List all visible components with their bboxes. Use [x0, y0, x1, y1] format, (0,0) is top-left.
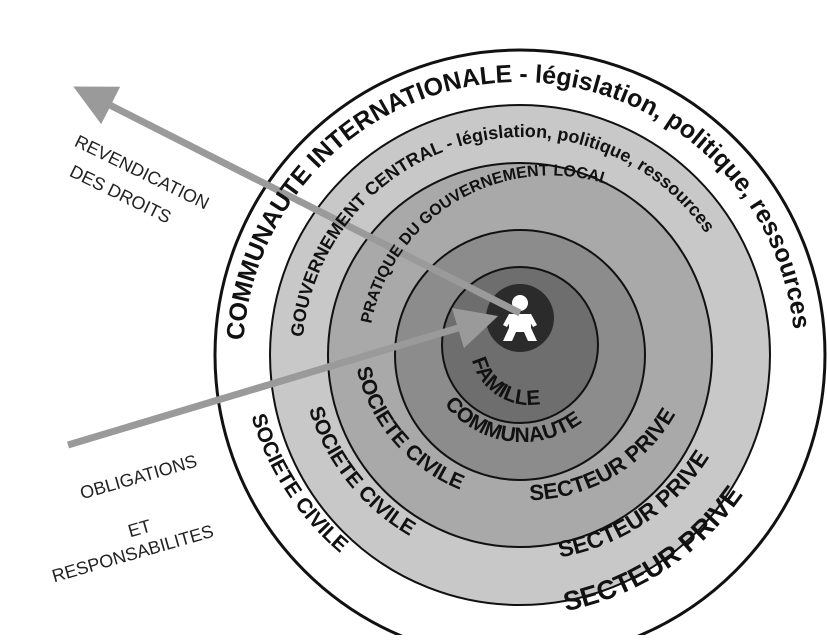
- child-icon: [503, 295, 537, 341]
- rights-arrow: [73, 86, 522, 317]
- obligations-arrow: [66, 307, 499, 449]
